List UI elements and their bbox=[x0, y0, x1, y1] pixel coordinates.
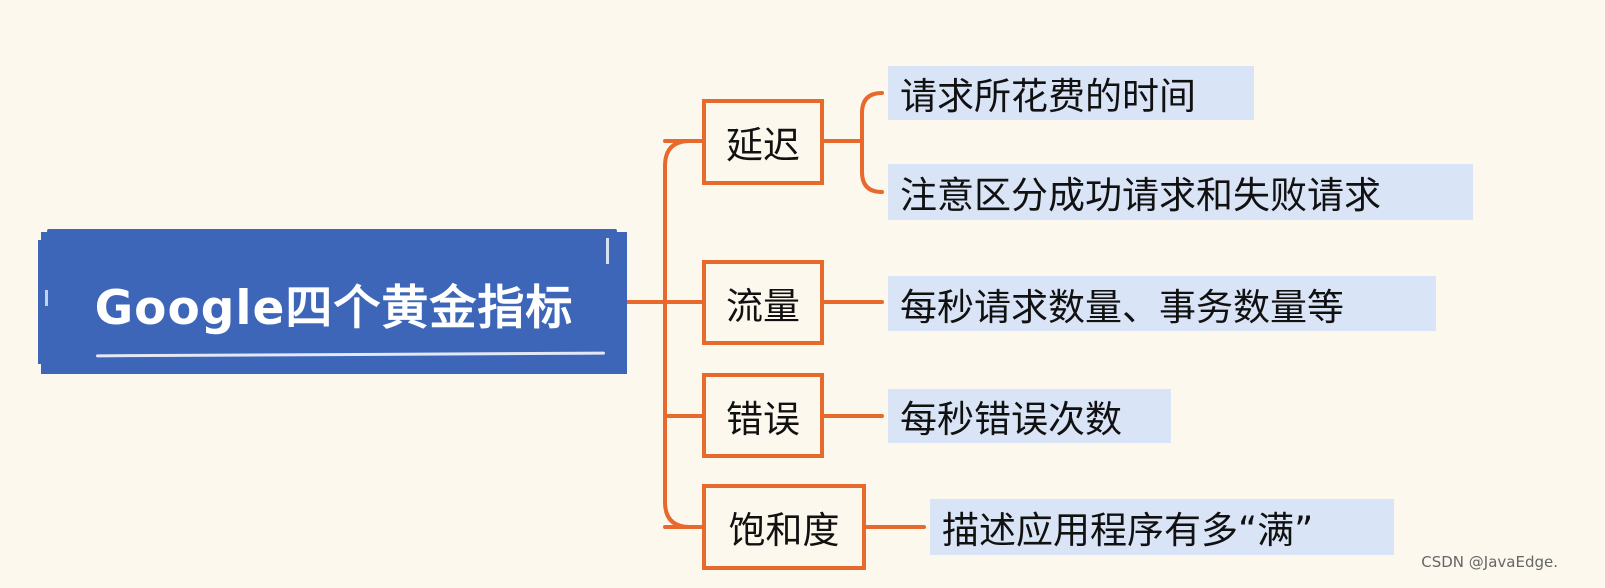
root-brush-stroke bbox=[45, 290, 48, 306]
root-topic-label: Google四个黄金指标 bbox=[94, 280, 574, 336]
branch-errors: 错误 bbox=[702, 373, 824, 458]
watermark: CSDN @JavaEdge. bbox=[1421, 553, 1558, 571]
leaf-latency-success-failure-text: 注意区分成功请求和失败请求 bbox=[900, 174, 1381, 217]
leaf-latency-success-failure: 注意区分成功请求和失败请求 bbox=[888, 164, 1473, 220]
leaf-saturation-fullness: 描述应用程序有多“满” bbox=[930, 499, 1394, 555]
connector-trunk bbox=[663, 139, 692, 529]
root-brush-left bbox=[38, 240, 43, 364]
connector-latency-split bbox=[822, 91, 884, 194]
branch-errors-label: 错误 bbox=[726, 397, 800, 441]
root-brush-stroke bbox=[95, 351, 606, 358]
branch-latency-label: 延迟 bbox=[726, 124, 800, 167]
leaf-saturation-fullness-text: 描述应用程序有多“满” bbox=[942, 509, 1314, 552]
branch-traffic-label: 流量 bbox=[726, 284, 800, 328]
leaf-latency-time: 请求所花费的时间 bbox=[888, 66, 1254, 120]
leaf-traffic-requests: 每秒请求数量、事务数量等 bbox=[888, 276, 1436, 331]
root-topic: Google四个黄金指标 bbox=[38, 229, 627, 374]
leaf-traffic-requests-text: 每秒请求数量、事务数量等 bbox=[900, 285, 1344, 329]
branch-traffic: 流量 bbox=[702, 260, 824, 345]
branch-saturation: 饱和度 bbox=[702, 484, 866, 570]
root-brush-stroke bbox=[606, 238, 609, 264]
branch-saturation-label: 饱和度 bbox=[728, 509, 840, 552]
leaf-errors-rate-text: 每秒错误次数 bbox=[900, 398, 1122, 441]
branch-latency: 延迟 bbox=[702, 99, 824, 185]
leaf-latency-time-text: 请求所花费的时间 bbox=[900, 75, 1196, 118]
root-brush-top bbox=[47, 229, 617, 233]
leaf-errors-rate: 每秒错误次数 bbox=[888, 389, 1171, 443]
